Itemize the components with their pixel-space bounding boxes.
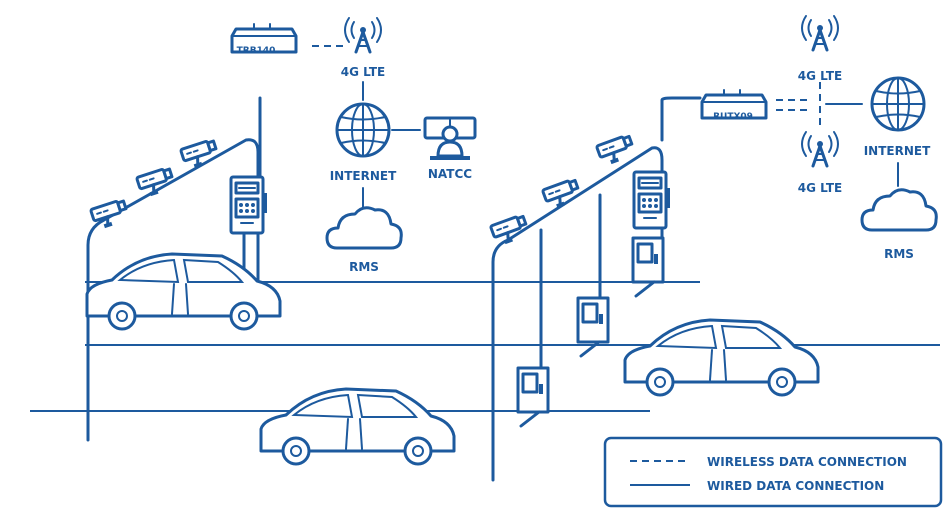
legend-box — [603, 436, 943, 508]
natcc-operator-icon — [423, 116, 477, 160]
lte-label-right-top: 4G LTE — [798, 69, 842, 83]
internet-label-left: INTERNET — [330, 169, 397, 183]
router-label-right: RUTX09 — [713, 112, 753, 122]
rms-cloud-icon — [860, 188, 938, 232]
camera-icon — [179, 137, 222, 173]
rms-cloud-icon — [325, 206, 403, 250]
rms-label-right: RMS — [884, 247, 914, 261]
toll-kiosk-icon — [631, 236, 665, 298]
cell-tower-icon — [800, 14, 840, 52]
router-label-left: TRB140 — [237, 46, 276, 56]
control-cabinet-icon — [632, 170, 672, 230]
internet-label-right: INTERNET — [864, 144, 931, 158]
toll-kiosk-icon — [516, 366, 550, 428]
toll-kiosk-icon — [576, 296, 610, 358]
cell-tower-icon — [343, 16, 383, 54]
camera-icon — [540, 177, 584, 213]
lte-label-right-bottom: 4G LTE — [798, 181, 842, 195]
legend-wired-label: WIRED DATA CONNECTION — [707, 479, 884, 493]
internet-globe-icon — [335, 102, 391, 158]
natcc-label: NATCC — [428, 167, 472, 181]
car-icon — [259, 387, 456, 466]
control-cabinet-icon — [229, 175, 269, 235]
legend: WIRELESS DATA CONNECTION WIRED DATA CONN… — [603, 436, 943, 508]
legend-wireless-label: WIRELESS DATA CONNECTION — [707, 455, 907, 469]
lte-label-left: 4G LTE — [341, 65, 385, 79]
rms-label-left: RMS — [349, 260, 379, 274]
right-pole — [491, 96, 702, 482]
internet-globe-icon — [870, 76, 926, 132]
car-icon — [623, 318, 820, 397]
car-icon — [85, 252, 282, 331]
cell-tower-icon — [800, 130, 840, 168]
